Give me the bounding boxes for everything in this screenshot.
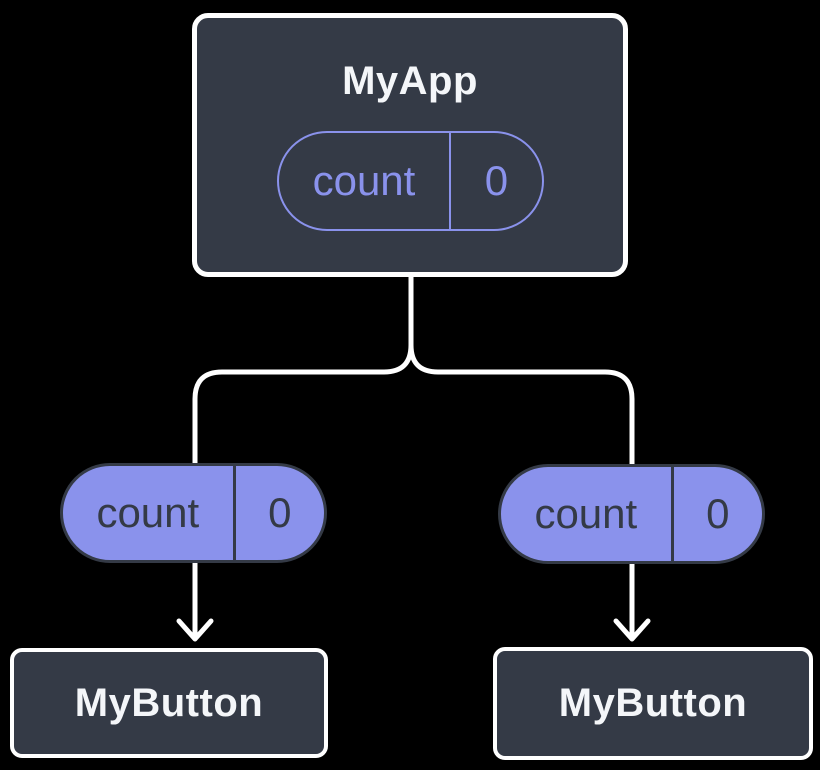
- node-mybutton-left: MyButton: [10, 648, 328, 758]
- node-mybutton-right-title: MyButton: [558, 681, 748, 725]
- node-myapp: MyApp count 0: [192, 13, 628, 277]
- right-prop-arrow: [613, 560, 651, 642]
- left-prop-arrow: [176, 560, 214, 642]
- prop-pill-right-value: 0: [670, 467, 762, 561]
- prop-pill-left-value: 0: [232, 466, 324, 560]
- prop-pill-left-name: count: [96, 489, 200, 536]
- connector-fork-right: [408, 274, 635, 467]
- node-mybutton-left-title: MyButton: [74, 680, 264, 725]
- state-pill-value: 0: [449, 133, 541, 229]
- connector-fork-left: [192, 274, 414, 466]
- left-arrowhead-icon: [176, 618, 214, 642]
- node-myapp-title: MyApp: [342, 59, 478, 103]
- node-mybutton-right: MyButton: [493, 647, 813, 760]
- state-pill-myapp: count 0: [276, 131, 544, 231]
- state-pill-name: count: [312, 157, 416, 204]
- right-arrowhead-icon: [613, 618, 651, 642]
- prop-pill-left: count 0: [60, 463, 327, 563]
- prop-pill-right: count 0: [498, 464, 765, 564]
- prop-pill-right-name: count: [534, 490, 638, 537]
